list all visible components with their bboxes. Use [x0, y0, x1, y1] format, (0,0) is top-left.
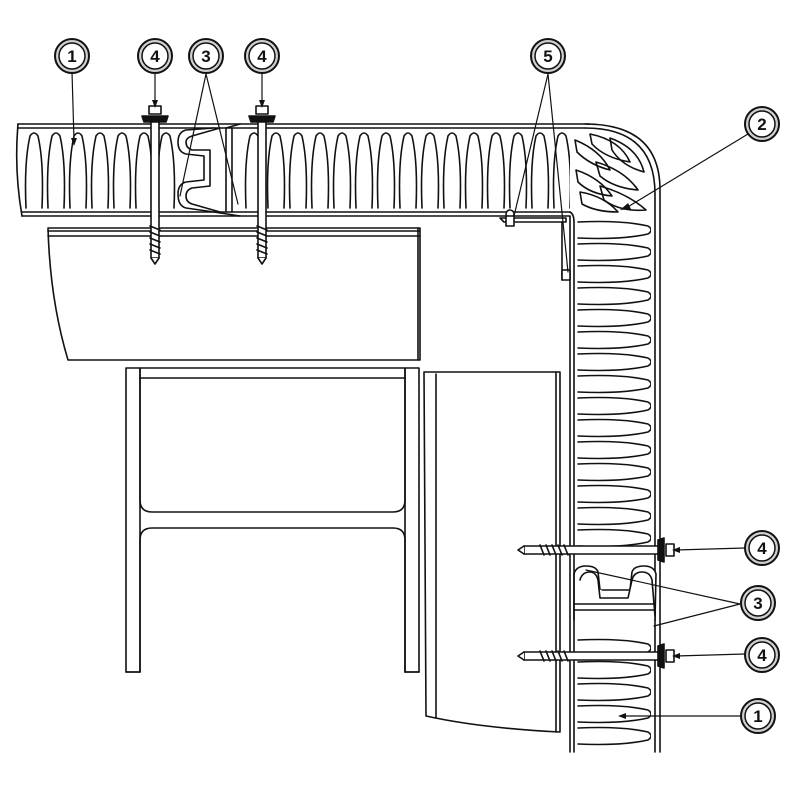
insulation-fiber — [354, 132, 374, 209]
callout-right-3: 3 — [740, 585, 776, 621]
svg-text:3: 3 — [201, 47, 210, 66]
insulation-fiber — [577, 682, 651, 702]
insulation-fiber — [530, 132, 550, 209]
insulation-fiber — [577, 660, 651, 680]
top-sandwich-panel — [15, 123, 591, 217]
svg-text:4: 4 — [150, 47, 160, 66]
insulation-fiber — [577, 286, 651, 306]
insulation-fiber — [577, 352, 651, 372]
insulation-fiber — [332, 132, 352, 209]
insulation-fiber — [552, 132, 570, 209]
leader-arrowheads — [71, 100, 680, 719]
corner-clip — [499, 209, 571, 281]
top-panel-joint — [177, 123, 241, 217]
insulation-fiber — [464, 132, 484, 209]
corner-panel-bend — [569, 123, 661, 753]
insulation-fiber — [508, 132, 528, 209]
insulation-fiber — [577, 396, 651, 416]
svg-text:3: 3 — [753, 594, 762, 613]
callout-top-4b: 4 — [244, 38, 280, 74]
insulation-fiber — [577, 418, 651, 438]
insulation-fiber — [577, 220, 651, 240]
svg-text:4: 4 — [257, 47, 267, 66]
insulation-fiber — [24, 132, 44, 209]
insulation-fiber — [577, 330, 651, 350]
insulation-fiber — [442, 132, 462, 209]
insulation-fiber — [577, 264, 651, 284]
callout-top-5: 5 — [530, 38, 566, 74]
insulation-fiber — [577, 528, 651, 548]
svg-text:4: 4 — [757, 539, 767, 558]
svg-text:1: 1 — [753, 707, 762, 726]
callout-top-3: 3 — [188, 38, 224, 74]
insulation-fiber — [577, 242, 651, 262]
insulation-fiber — [577, 440, 651, 460]
insulation-fiber — [112, 132, 132, 209]
leader-lines — [71, 71, 749, 717]
insulation-fiber — [376, 132, 396, 209]
insulation-fiber — [398, 132, 418, 209]
callout-right-4b: 4 — [744, 637, 780, 673]
callout-right-4a: 4 — [744, 530, 780, 566]
insulation-fiber — [288, 132, 308, 209]
steel-h-column — [125, 367, 420, 673]
insulation-fiber — [68, 132, 88, 209]
top-fastener-right — [248, 105, 276, 265]
callout-top-4a: 4 — [137, 38, 173, 74]
svg-text:4: 4 — [757, 646, 767, 665]
callout-top-1: 1 — [54, 38, 90, 74]
svg-text:1: 1 — [67, 47, 76, 66]
insulation-fiber — [90, 132, 110, 209]
svg-text:5: 5 — [543, 47, 552, 66]
insulation-fiber — [134, 132, 154, 209]
right-sandwich-panel — [577, 220, 651, 746]
insulation-fiber — [577, 704, 651, 724]
callout-right-2: 2 — [744, 106, 780, 142]
insulation-fiber — [577, 374, 651, 394]
svg-text:2: 2 — [757, 115, 766, 134]
insulation-fiber — [266, 132, 286, 209]
top-steel-beam — [47, 227, 421, 361]
insulation-fiber — [577, 484, 651, 504]
insulation-fiber — [46, 132, 66, 209]
insulation-fiber — [577, 506, 651, 526]
insulation-fiber — [577, 308, 651, 328]
insulation-fiber — [486, 132, 506, 209]
insulation-fiber — [156, 132, 176, 209]
right-panel-joint — [573, 565, 657, 621]
insulation-fiber — [577, 462, 651, 482]
insulation-fiber — [577, 726, 651, 746]
callout-right-1: 1 — [740, 698, 776, 734]
insulation-fiber — [310, 132, 330, 209]
right-fastener-lower — [517, 643, 675, 669]
insulation-fiber — [420, 132, 440, 209]
